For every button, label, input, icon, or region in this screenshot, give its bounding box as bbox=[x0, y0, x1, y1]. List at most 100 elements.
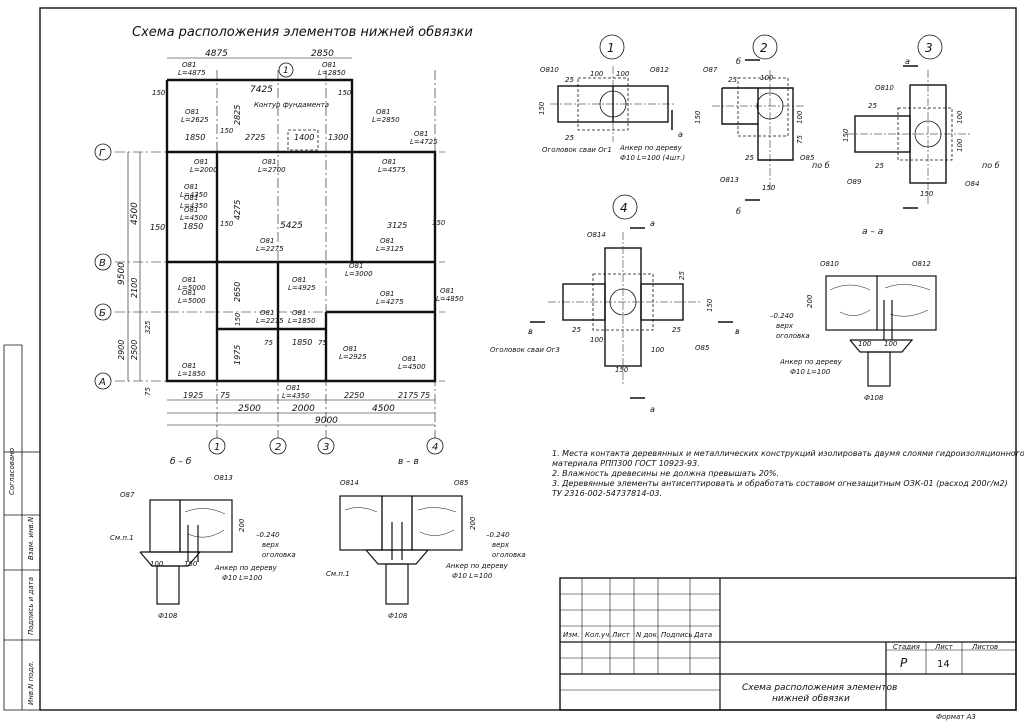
side-stamp-text-3: Подпись и дата bbox=[27, 577, 35, 635]
dim-left-3: 2900 bbox=[117, 340, 126, 360]
node-3-label-0: а bbox=[905, 57, 910, 66]
section-bb-label-3: –0.240 bbox=[256, 531, 280, 539]
dim-b2-2: 2000 bbox=[292, 404, 315, 414]
dim-left-7: 150 bbox=[150, 223, 165, 232]
node-3-label-12: а – а bbox=[862, 227, 883, 237]
beam-label-name: О81 bbox=[402, 355, 416, 363]
format-label: Формат А3 bbox=[936, 713, 976, 721]
node-3-label-7: 150 bbox=[920, 190, 934, 198]
node-4-label-1: а bbox=[650, 219, 655, 228]
beam-label-name: О81 bbox=[380, 290, 394, 298]
node-1-label-4: 25 bbox=[565, 76, 574, 84]
note-line-2: материала РПП300 ГОСТ 10923-93. bbox=[552, 459, 700, 468]
section-bb-title: б – б bbox=[170, 457, 192, 467]
dim-b2-1: 2500 bbox=[238, 404, 261, 414]
dim-inner-6: 150 bbox=[220, 127, 234, 135]
node-4: 4 О814 а 25 150 в в 100 25 100 25 150 О8… bbox=[490, 194, 740, 414]
section-bb: б – б О87 О813 200 –0.240 верх оголовка … bbox=[110, 457, 296, 620]
side-stamp-text-4: Инв.N подл. bbox=[27, 661, 35, 705]
node-2-label-10: б bbox=[736, 207, 741, 216]
node-2-label-11: О85 bbox=[800, 154, 815, 162]
section-aa-label-5: оголовка bbox=[776, 332, 810, 340]
note-line-4: 3. Деревянные элементы антисептировать и… bbox=[552, 479, 1008, 488]
dim-inner-9: 1300 bbox=[328, 133, 348, 142]
beam-label-name: О81 bbox=[382, 158, 396, 166]
node-4-label-0: О814 bbox=[587, 231, 606, 239]
beam-label-length: L=4275 bbox=[376, 298, 404, 306]
node-4-label-8: 100 bbox=[651, 346, 665, 354]
dim-b1-3: 2250 bbox=[344, 391, 364, 400]
side-stamp-text-1: Согласовано bbox=[8, 448, 16, 495]
beam-label-name: О81 bbox=[440, 287, 454, 295]
beam-label-name: О81 bbox=[182, 61, 196, 69]
axis-bubbles-numbers: 1 2 3 4 1 bbox=[208, 62, 444, 455]
section-vv-title: в – в bbox=[398, 457, 419, 467]
plan-beam-labels: О81L=4875О81L=2850О81L=2625О81L=2850О81L… bbox=[178, 61, 464, 400]
beam-label-length: L=2275 bbox=[256, 317, 284, 325]
dim-left-2: 2100 bbox=[130, 278, 139, 298]
node-1-label-7: а bbox=[678, 130, 683, 139]
section-vv-label-7: Анкер по дереву bbox=[445, 562, 509, 570]
note-line-3: 2. Влажность древесины не должна превыша… bbox=[552, 469, 779, 478]
section-bb-label-2: 200 bbox=[238, 518, 246, 532]
dim-inner-10: 4275 bbox=[233, 200, 242, 220]
foundation-label: Контур фундамента bbox=[254, 101, 329, 109]
node-4-label-12: Оголовок сваи Ог3 bbox=[490, 346, 560, 354]
stamp-stage-value: Р bbox=[900, 656, 908, 670]
stamp-sheets-header: Листов bbox=[971, 643, 998, 651]
beam-label-name: О81 bbox=[262, 158, 276, 166]
node-1-label-9: Анкер по дереву bbox=[619, 144, 683, 152]
beam-label-length: L=2625 bbox=[181, 116, 209, 124]
node-4-label-9: 25 bbox=[672, 326, 681, 334]
dim-left-1: 4500 bbox=[130, 202, 140, 225]
node-3: 3 а О810 25 150 100 100 25 150 О89 О84 п… bbox=[812, 34, 1000, 237]
section-vv-label-8: Ф10 L=100 bbox=[452, 572, 493, 580]
stamp-sheet-value: 14 bbox=[937, 659, 950, 670]
title-block: Изм. Кол.уч Лист N док. Подпись Дата Ста… bbox=[559, 577, 1017, 711]
node-1-label-0: О810 bbox=[540, 66, 559, 74]
foundation-contour bbox=[287, 129, 319, 151]
beam-label-name: О81 bbox=[286, 384, 300, 392]
node-2-label-3: 25 bbox=[728, 76, 737, 84]
node-1-label-2: 100 bbox=[590, 70, 604, 78]
beam-label-name: О81 bbox=[184, 183, 198, 191]
section-vv-label-5: оголовка bbox=[492, 551, 526, 559]
axis-label-4: 4 bbox=[432, 442, 438, 453]
section-bb-label-1: О813 bbox=[214, 474, 233, 482]
node-2-label-4: 100 bbox=[796, 110, 804, 124]
axis-label-2: 2 bbox=[275, 442, 281, 453]
stamp-stage-header: Стадия bbox=[893, 643, 920, 651]
axis-top-mark: 1 bbox=[283, 66, 289, 76]
axis-label-B: Б bbox=[99, 308, 106, 319]
section-aa: О810 О812 200 –0.240 верх оголовка 100 1… bbox=[770, 260, 937, 402]
stamp-col-izm: Изм. bbox=[563, 631, 579, 639]
beam-label-name: О81 bbox=[349, 262, 363, 270]
axis-label-G: Г bbox=[99, 148, 106, 159]
axis-bubbles-letters: Г В Б А bbox=[94, 143, 112, 390]
beam-label-name: О81 bbox=[292, 309, 306, 317]
node-3-label-8: О89 bbox=[847, 178, 862, 186]
beam-label-length: L=4350 bbox=[180, 202, 208, 210]
beam-label-length: L=4850 bbox=[436, 295, 464, 303]
node-3-number: 3 bbox=[925, 41, 933, 55]
node-4-label-4: в bbox=[528, 327, 533, 336]
beam-label-name: О81 bbox=[194, 158, 208, 166]
node-2-label-0: б bbox=[736, 57, 741, 66]
beam-label-length: L=3000 bbox=[345, 270, 373, 278]
stamp-col-date: Дата bbox=[693, 631, 712, 639]
dim-inner-14: 1850 bbox=[183, 222, 203, 231]
beam-label-length: L=4500 bbox=[180, 214, 208, 222]
node-2-number: 2 bbox=[760, 41, 768, 55]
beam-label-length: L=2850 bbox=[318, 69, 346, 77]
stamp-col-list: Лист bbox=[611, 631, 631, 639]
node-3-label-2: 25 bbox=[868, 102, 877, 110]
dim-b2-3: 4500 bbox=[372, 404, 395, 414]
node-3-label-6: 25 bbox=[875, 162, 884, 170]
dim-inner-4: 2825 bbox=[233, 105, 242, 125]
section-aa-label-8: Анкер по дереву bbox=[779, 358, 843, 366]
dim-b1-1: 1925 bbox=[183, 391, 203, 400]
dim-inner-13: 150 bbox=[220, 220, 234, 228]
beam-label-length: L=4925 bbox=[288, 284, 316, 292]
